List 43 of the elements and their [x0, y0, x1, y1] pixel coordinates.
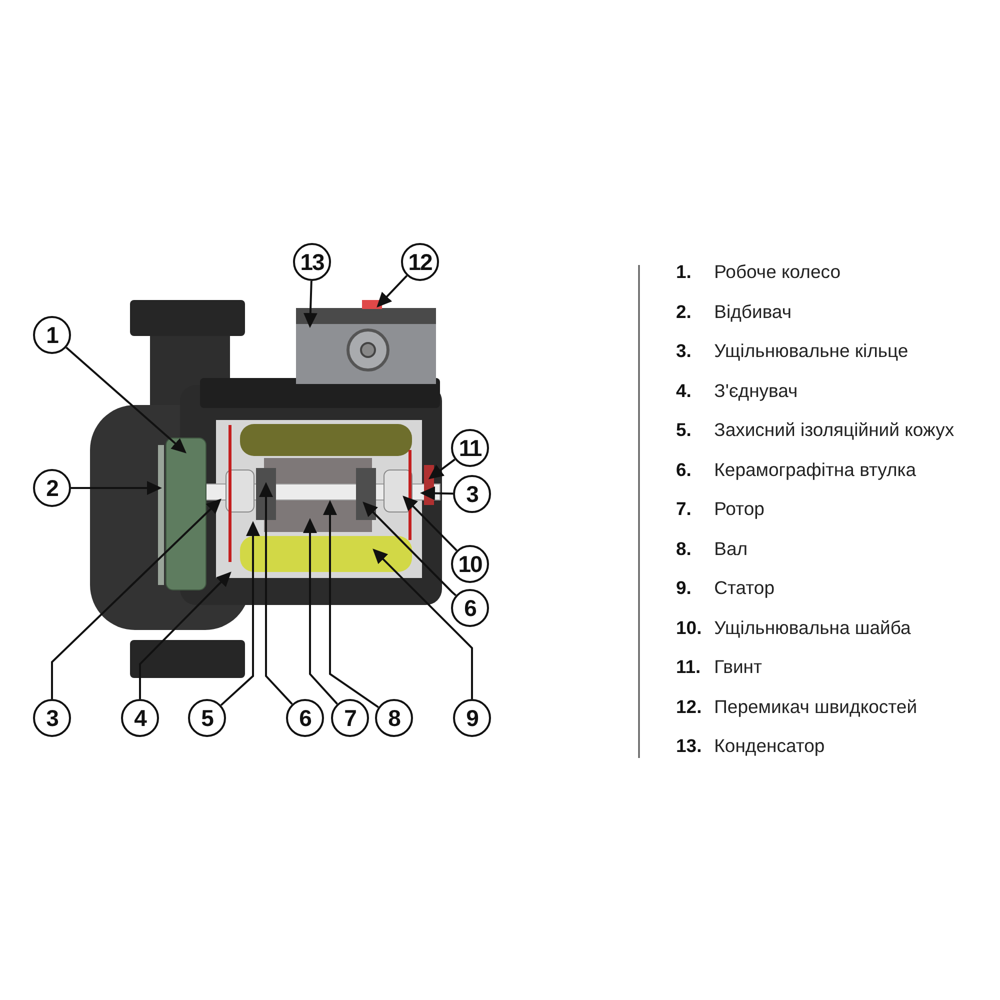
leader-line	[71, 481, 162, 495]
part-list-item: 12. Перемикач швидкостей	[676, 696, 918, 718]
callout-number: 4	[121, 699, 159, 737]
callout-number: 11	[451, 429, 489, 467]
leader-line	[428, 458, 456, 480]
leader-line	[303, 518, 338, 705]
part-list-item: 9. Статор	[676, 577, 774, 599]
callout-number: 10	[451, 545, 489, 583]
part-list-item: 3. Ущільнювальне кільце	[676, 340, 908, 362]
leader-line	[362, 502, 456, 596]
leader-line	[323, 500, 379, 708]
part-list-item: 10. Ущільнювальна шайба	[676, 616, 911, 638]
leader-line	[66, 346, 186, 454]
part-list-item: 8. Вал	[676, 538, 748, 560]
callout-number: 1	[33, 316, 71, 354]
part-list-item: 1. Робоче колесо	[676, 261, 841, 283]
leader-line	[376, 275, 408, 308]
leader-line	[139, 572, 232, 699]
callout-number: 8	[375, 699, 413, 737]
callout-number: 7	[331, 699, 369, 737]
part-list-item: 7. Ротор	[676, 498, 764, 520]
callout-number: 12	[401, 243, 439, 281]
part-list-item: 5. Захисний ізоляційний кожух	[676, 419, 954, 441]
callout-number: 13	[293, 243, 331, 281]
callout-number: 6	[286, 699, 324, 737]
part-list-item: 2. Відбивач	[676, 300, 792, 322]
leader-line	[372, 548, 473, 699]
part-list-item: 13. Конденсатор	[676, 735, 825, 757]
leader-line	[402, 496, 458, 552]
part-list-item: 4. З'єднувач	[676, 380, 798, 402]
leader-line	[303, 280, 318, 328]
callout-number: 6	[451, 589, 489, 627]
part-list-item: 6. Керамографітна втулка	[676, 458, 916, 480]
callout-number: 9	[453, 699, 491, 737]
part-list-item: 11. Гвинт	[676, 656, 762, 678]
callout-number: 2	[33, 469, 71, 507]
leader-line	[51, 498, 222, 699]
callout-number: 3	[453, 475, 491, 513]
leader-line	[259, 482, 293, 705]
callout-number: 3	[33, 699, 71, 737]
leader-line	[220, 521, 260, 706]
callout-number: 5	[188, 699, 226, 737]
leader-line	[420, 486, 454, 500]
